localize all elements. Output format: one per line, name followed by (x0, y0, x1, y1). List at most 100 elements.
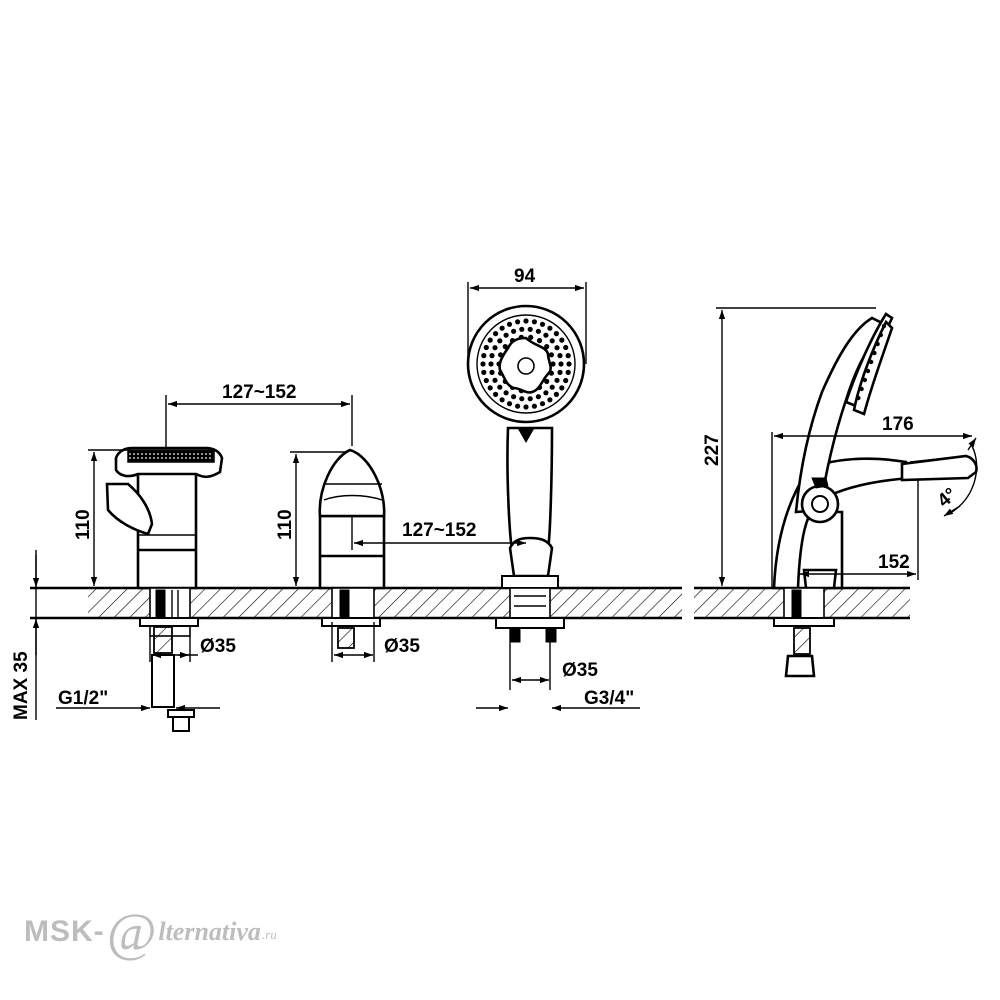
side-nozzle (865, 368, 871, 374)
nozzle (487, 385, 493, 391)
diameter-dimension-1: Ø35 (149, 636, 236, 662)
nozzle (554, 345, 560, 351)
nozzle (499, 397, 505, 403)
side-nozzles (856, 323, 887, 401)
nozzle (523, 404, 529, 410)
nozzle (493, 331, 499, 337)
nozzle (536, 338, 543, 344)
valve-lever (105, 446, 224, 732)
nozzle (566, 361, 572, 367)
nozzle (515, 319, 521, 325)
diameter-label-3: Ø35 (562, 660, 598, 681)
thread-left-label: G1/2" (58, 688, 108, 709)
nozzle (499, 325, 505, 331)
spacing-label-middle: 127~152 (402, 520, 477, 541)
valve-knob (318, 448, 386, 649)
nozzle (487, 337, 493, 343)
nozzle (554, 377, 560, 383)
nozzle (480, 361, 486, 367)
spacing-dimension-top: 127~152 (165, 382, 353, 448)
spout-reach-label: 176 (882, 414, 914, 435)
nozzle (548, 352, 555, 358)
nozzle (553, 391, 560, 397)
nozzle (489, 353, 495, 359)
nozzle (544, 344, 550, 350)
nozzle (506, 321, 513, 327)
head-width-label: 94 (514, 266, 536, 287)
spout-reach-dimension: 176 (771, 414, 972, 588)
side-nozzle (869, 359, 874, 365)
nozzle (527, 396, 533, 402)
nozzle (563, 377, 569, 384)
watermark-tld: .ru (261, 927, 277, 942)
nozzle (549, 384, 555, 390)
nozzle (559, 337, 565, 343)
spout-base-dimension: 152 (800, 480, 919, 580)
nozzle (565, 369, 571, 375)
max-thickness-label: MAX 35 (11, 651, 32, 720)
head-width-dimension: 94 (467, 266, 587, 364)
nozzle (528, 334, 534, 340)
diameter-dimension-2: Ø35 (331, 622, 420, 662)
thread-right-label: G3/4" (584, 688, 634, 709)
diameter-dimension-3: Ø35 (509, 628, 598, 690)
thread-right-dimension: G3/4" (476, 688, 640, 712)
nozzle (563, 344, 569, 351)
spacing-dimension-middle: 127~152 (351, 516, 526, 550)
nozzle (481, 369, 487, 375)
nozzle (497, 338, 503, 344)
nozzle (535, 328, 542, 334)
side-nozzle (856, 395, 861, 401)
nozzle (539, 401, 546, 407)
nozzle (543, 390, 549, 396)
nozzle (488, 361, 494, 367)
nozzle (515, 403, 521, 409)
total-height-label: 227 (702, 434, 723, 466)
nozzle (550, 361, 556, 367)
spout-base-label: 152 (878, 552, 910, 573)
nozzle (483, 344, 489, 351)
nozzle (503, 390, 509, 396)
nozzle (565, 353, 571, 359)
nozzle (519, 326, 525, 332)
side-nozzle (872, 350, 877, 356)
nozzle (547, 397, 553, 403)
watermark-right: lternativa (158, 917, 261, 946)
height-label-valve-2: 110 (275, 509, 296, 540)
nozzle (497, 384, 503, 390)
nozzle (527, 326, 533, 332)
nozzle (519, 396, 525, 402)
nozzle (543, 332, 549, 338)
nozzle (492, 377, 498, 383)
max-thickness-dimension: MAX 35 (11, 550, 40, 720)
watermark-at-icon: @ (106, 902, 157, 962)
nozzle (531, 319, 538, 325)
nozzle (557, 353, 563, 359)
watermark-logo: MSK- @ lternativa .ru (24, 902, 277, 962)
nozzle (531, 403, 538, 409)
nozzle (557, 369, 563, 375)
side-nozzle (875, 341, 880, 347)
height-dimension-valve-2: 110 (275, 451, 348, 586)
side-nozzle (881, 323, 887, 329)
nozzle (544, 378, 550, 384)
nozzle (483, 377, 489, 384)
watermark-left: MSK- (24, 915, 105, 948)
nozzle (492, 345, 498, 351)
nozzle (506, 401, 513, 407)
nozzle (535, 394, 542, 400)
nozzle (559, 385, 565, 391)
height-dimension-valve-1: 110 (73, 449, 130, 586)
nozzle (503, 332, 509, 338)
nozzle (510, 394, 517, 400)
spray-nozzles (480, 318, 572, 410)
spacing-label-top: 127~152 (222, 382, 297, 403)
nozzle (523, 318, 529, 324)
nozzle (489, 369, 495, 375)
nozzle (493, 391, 499, 397)
side-view (772, 312, 978, 678)
side-nozzle (878, 332, 883, 338)
thread-left-dimension: G1/2" (56, 688, 220, 712)
nozzle (539, 321, 546, 327)
